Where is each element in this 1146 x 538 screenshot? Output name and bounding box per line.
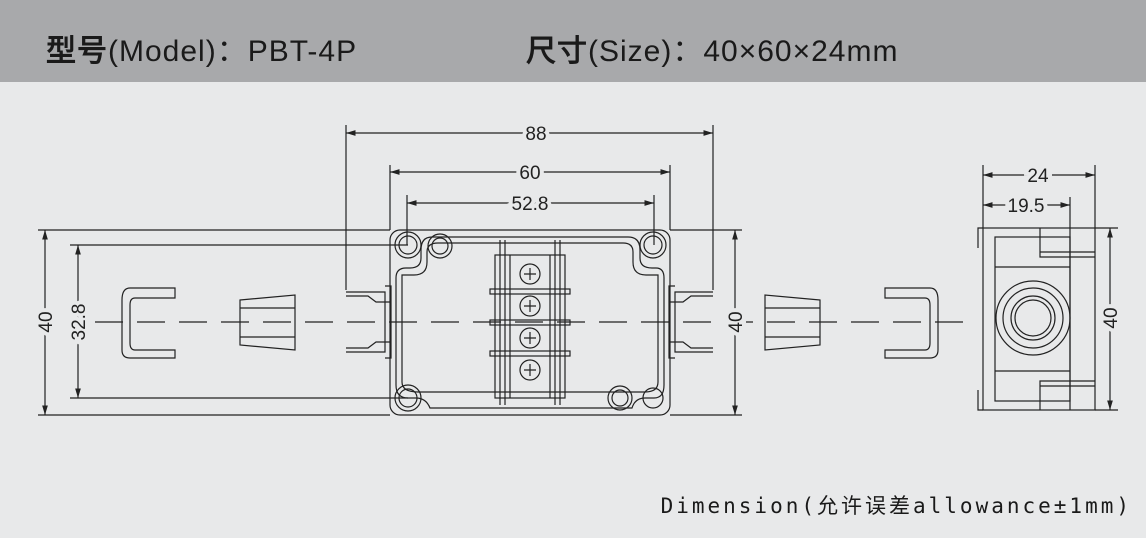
terminal-screws	[519, 263, 541, 381]
size-paren: (Size)：	[588, 35, 704, 68]
model-info: 型号(Model)：PBT-4P	[46, 26, 357, 70]
header-bar: 型号(Model)：PBT-4P 尺寸(Size)：40×60×24mm	[0, 0, 1146, 82]
dim-88: 88	[525, 124, 546, 145]
tolerance-note: Dimension(允许误差allowance±1mm)	[660, 494, 1132, 518]
dim-32-8: 32.8	[69, 304, 90, 341]
right-gland	[764, 294, 821, 351]
model-paren: (Model)：	[108, 35, 248, 68]
model-value: PBT-4P	[247, 35, 358, 68]
junction-box-top-view	[346, 229, 713, 416]
dim-24: 24	[1027, 166, 1049, 187]
dim-52-8: 52.8	[512, 194, 549, 215]
dim-19-5: 19.5	[1008, 196, 1045, 217]
dim-40-right: 40	[1101, 307, 1122, 328]
junction-box-side-view	[977, 227, 1096, 411]
dim-40-left: 40	[36, 311, 57, 332]
model-label: 型号	[46, 35, 108, 68]
left-cap	[121, 287, 176, 359]
size-info: 尺寸(Size)：40×60×24mm	[526, 26, 898, 70]
right-cap	[884, 287, 939, 359]
size-value: 40×60×24mm	[703, 35, 899, 68]
left-gland	[239, 294, 296, 351]
dim-40-mid: 40	[726, 311, 747, 332]
size-label: 尺寸	[526, 35, 588, 68]
dim-60: 60	[519, 163, 540, 184]
